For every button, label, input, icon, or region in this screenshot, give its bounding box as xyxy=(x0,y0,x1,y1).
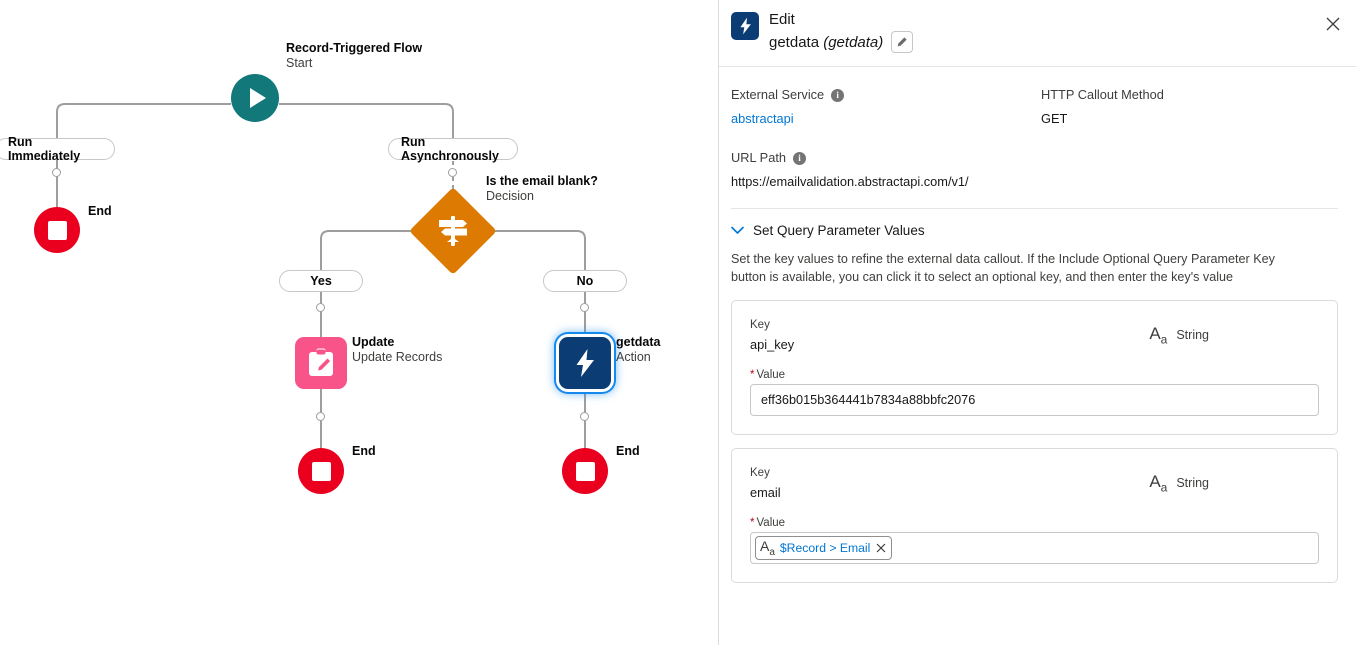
merge-field-pill[interactable]: Aa $Record > Email xyxy=(755,536,893,560)
param-type: Aa String xyxy=(1149,324,1319,347)
stop-square-icon xyxy=(311,461,331,481)
param-value-input-api-key[interactable]: eff36b015b364441b7834a88bbfc2076 xyxy=(750,384,1319,416)
branch-pill-yes-label: Yes xyxy=(310,274,332,288)
connector-add-dot-async[interactable] xyxy=(448,168,457,177)
param-value-input-email[interactable]: Aa $Record > Email xyxy=(750,532,1319,564)
string-type-icon: Aa xyxy=(1149,324,1168,347)
query-parameters-description: Set the key values to refine the externa… xyxy=(731,252,1275,284)
lightning-bolt-icon xyxy=(731,12,759,40)
end-node-right[interactable] xyxy=(562,448,608,494)
branch-pill-no-label: No xyxy=(576,274,594,288)
update-records-icon xyxy=(309,348,333,376)
param-value-label: *Value xyxy=(750,517,786,529)
meta-spacer xyxy=(1041,146,1338,170)
section-divider xyxy=(731,208,1338,209)
required-asterisk: * xyxy=(750,369,755,381)
param-key-label: Key xyxy=(750,467,770,479)
param-key-name: api_key xyxy=(750,337,795,352)
panel-divider xyxy=(718,0,719,645)
panel-element-name: getdata (getdata) xyxy=(769,33,884,51)
start-node[interactable] xyxy=(231,74,279,122)
info-icon[interactable]: i xyxy=(831,88,845,102)
connector-add-dot-after-action[interactable] xyxy=(580,412,589,421)
query-parameter-card-email: Key email Aa String *Value Aa $Record > … xyxy=(731,448,1338,583)
param-key-name: email xyxy=(750,485,781,500)
http-method-value: GET xyxy=(1041,111,1068,126)
edit-element-panel: Edit getdata (getdata) xyxy=(719,0,1356,645)
panel-title-edit: Edit xyxy=(769,11,795,28)
merge-field-text: $Record > Email xyxy=(779,541,871,555)
url-path-label: URL Path i xyxy=(731,146,1041,170)
branch-pill-run-immediately-label: Run Immediately xyxy=(8,135,81,163)
http-method-label: HTTP Callout Method xyxy=(1041,87,1164,102)
meta-spacer-2 xyxy=(1041,170,1338,202)
play-icon xyxy=(249,88,266,108)
remove-icon[interactable] xyxy=(876,541,886,556)
query-parameter-card-api-key: Key api_key Aa String *Value eff36b015b3… xyxy=(731,300,1338,435)
external-service-label: External Service i xyxy=(731,83,1041,107)
branch-pill-run-asynchronously-label: Run Asynchronously xyxy=(401,135,499,163)
update-records-node[interactable] xyxy=(295,337,347,389)
end-node-middle[interactable] xyxy=(298,448,344,494)
branch-pill-run-asynchronously[interactable]: Run Asynchronously xyxy=(388,135,518,163)
action-node-getdata[interactable] xyxy=(559,337,611,389)
url-path-value: https://emailvalidation.abstractapi.com/… xyxy=(731,174,969,189)
param-type-name: String xyxy=(1176,328,1209,343)
branch-pill-yes[interactable]: Yes xyxy=(279,270,363,292)
callout-metadata: External Service i HTTP Callout Method a… xyxy=(731,83,1338,202)
param-value-label: *Value xyxy=(750,369,786,381)
external-service-value[interactable]: abstractapi xyxy=(731,111,794,126)
connector-add-dot-no[interactable] xyxy=(580,303,589,312)
close-icon[interactable] xyxy=(1322,13,1344,35)
panel-body: External Service i HTTP Callout Method a… xyxy=(719,67,1356,583)
branch-pill-run-immediately[interactable]: Run Immediately xyxy=(0,135,115,163)
info-icon[interactable]: i xyxy=(793,151,807,165)
connector-add-dot-yes[interactable] xyxy=(316,303,325,312)
lightning-bolt-icon xyxy=(576,349,594,377)
param-key-label: Key xyxy=(750,319,770,331)
flow-connectors xyxy=(56,103,586,448)
connector-add-dot-left[interactable] xyxy=(52,168,61,177)
param-value-text: eff36b015b364441b7834a88bbfc2076 xyxy=(761,393,976,407)
flow-canvas[interactable]: Record-Triggered Flow Start Run Immediat… xyxy=(0,0,719,645)
chevron-down-icon xyxy=(731,226,744,235)
param-type: Aa String xyxy=(1149,472,1319,495)
end-node-left[interactable] xyxy=(34,207,80,253)
query-parameters-section-header[interactable]: Set Query Parameter Values xyxy=(731,223,1338,238)
branch-pill-no[interactable]: No xyxy=(543,270,627,292)
pencil-icon[interactable] xyxy=(891,31,914,53)
stop-square-icon xyxy=(47,220,67,240)
query-parameters-section-title: Set Query Parameter Values xyxy=(753,223,925,238)
required-asterisk: * xyxy=(750,517,755,529)
stop-square-icon xyxy=(575,461,595,481)
connector-add-dot-after-update[interactable] xyxy=(316,412,325,421)
string-type-icon: Aa xyxy=(1149,472,1168,495)
panel-header: Edit getdata (getdata) xyxy=(719,0,1356,67)
param-type-name: String xyxy=(1176,476,1209,491)
string-type-icon: Aa xyxy=(760,537,775,558)
